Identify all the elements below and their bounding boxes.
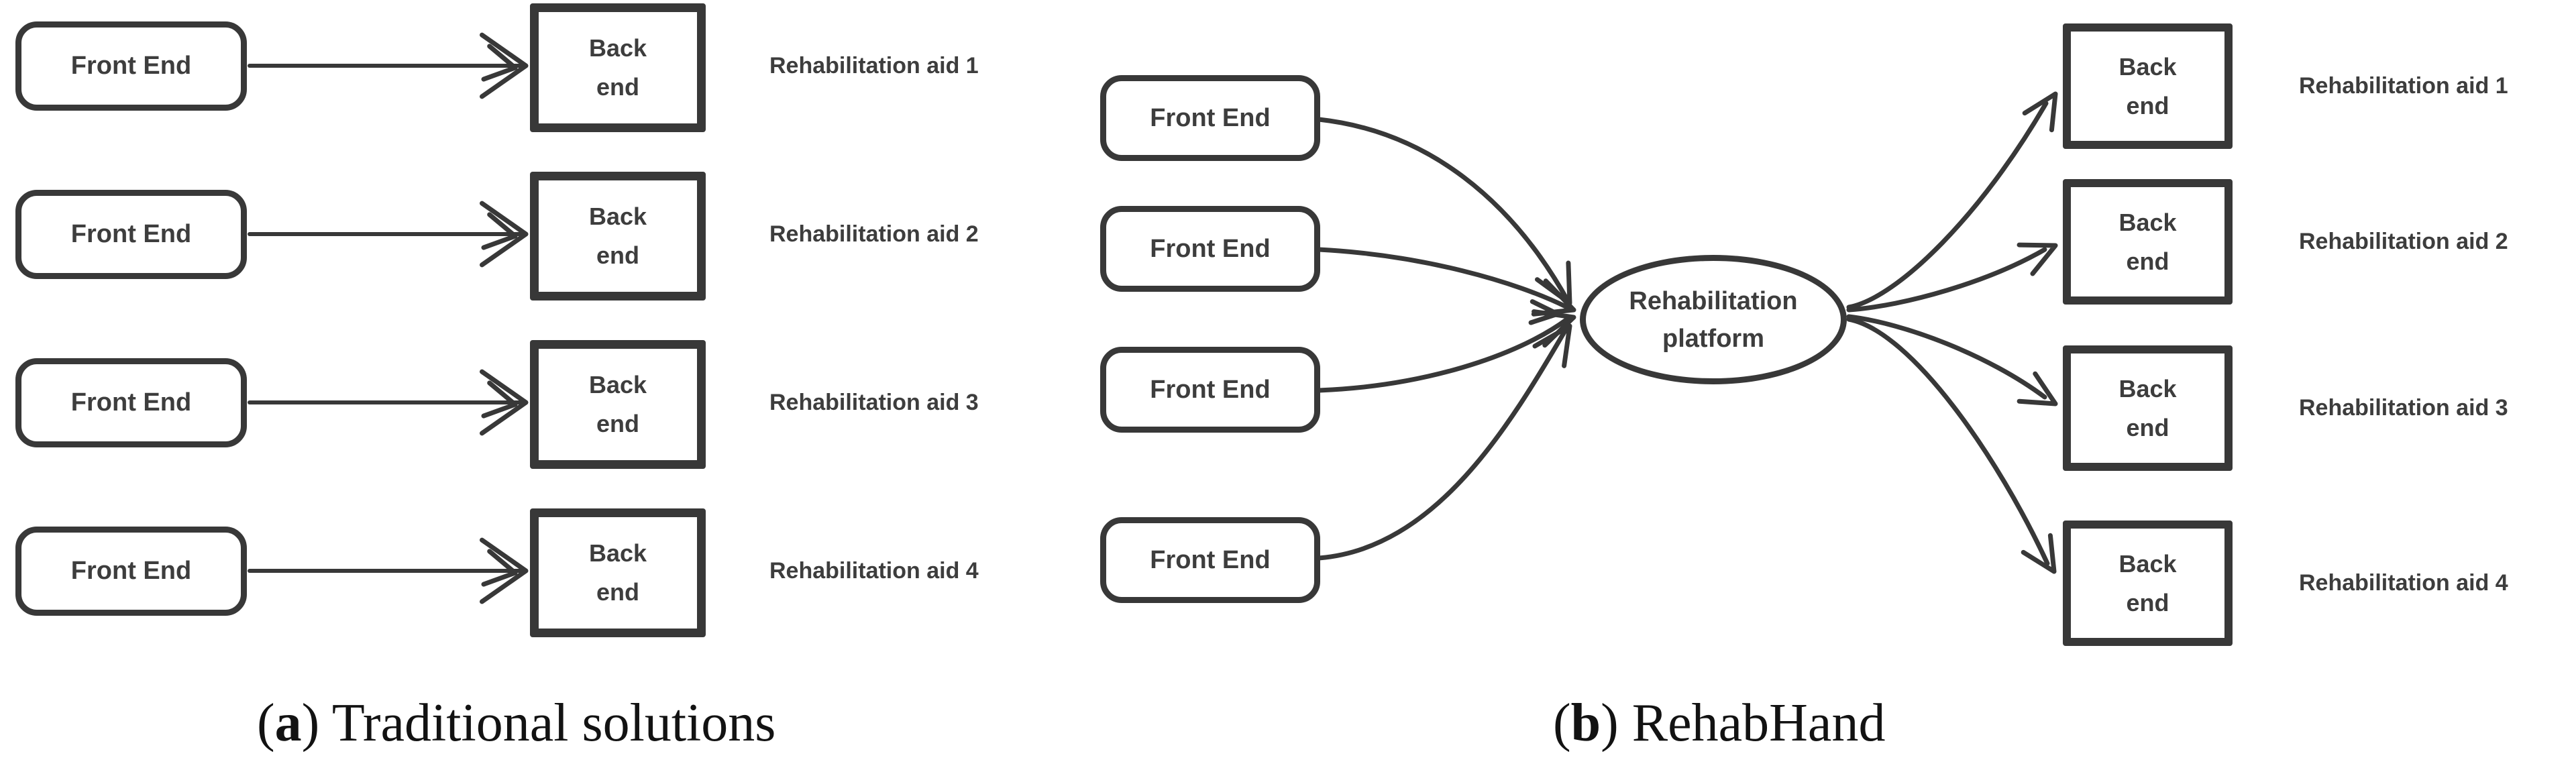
arrowhead-group [480, 32, 2058, 604]
arrowhead-chevron [481, 44, 518, 82]
back-end-label: Back [2118, 374, 2177, 402]
caption-paren: ( [257, 694, 275, 753]
platform-label: platform [1662, 324, 1764, 353]
back-end-node: Back end [2063, 179, 2233, 305]
curve-b-out-3 [1846, 314, 2047, 400]
back-end-node: Back end [2063, 23, 2233, 149]
rehab-aid-label: Rehabilitation aid 3 [2299, 395, 2508, 421]
back-end-label: Back [588, 539, 647, 567]
back-end-label: end [2126, 588, 2169, 616]
arrowhead-chevron [1528, 299, 1560, 325]
arrowhead-chevron [481, 380, 518, 419]
back-end-node: Back end [2063, 521, 2233, 646]
arrowhead-chevron [2021, 533, 2057, 574]
arrowhead-chevron [1532, 323, 1572, 368]
front-end-label: Front End [70, 388, 192, 417]
arrowhead-chevron [2022, 91, 2058, 133]
curve-b-out-2 [1846, 247, 2047, 313]
rehab-aid-label: Rehabilitation aid 4 [769, 558, 979, 584]
front-end-node: Front End [15, 190, 247, 279]
caption-text: ) RehabHand [1601, 694, 1886, 753]
platform-label: Rehabilitation [1629, 286, 1798, 315]
arrowhead-chevron [480, 201, 529, 268]
back-end-label: Back [588, 203, 647, 230]
front-end-label: Front End [1150, 234, 1271, 263]
back-end-label: end [2126, 91, 2169, 119]
front-end-node: Front End [1100, 206, 1320, 292]
back-end-label: end [2126, 247, 2169, 275]
front-end-label: Front End [1150, 375, 1271, 404]
rehab-aid-label: Rehabilitation aid 1 [2299, 73, 2508, 99]
curve-b-out-4 [1846, 317, 2050, 566]
back-end-label: end [596, 73, 639, 101]
front-end-label: Front End [1150, 545, 1271, 574]
front-end-node: Front End [1100, 517, 1320, 603]
curve-b-out-1 [1846, 101, 2049, 310]
curve-b-in-1 [1316, 117, 1571, 305]
rehab-aid-label: Rehabilitation aid 1 [769, 53, 979, 78]
arrowhead-chevron [480, 537, 529, 604]
back-end-node: Back end [530, 3, 706, 132]
back-end-label: Back [588, 34, 647, 62]
curve-b-in-4 [1316, 325, 1570, 561]
rehab-aid-label: Rehabilitation aid 2 [769, 221, 979, 247]
arrowhead-chevron [481, 212, 518, 250]
front-end-node: Front End [15, 21, 247, 111]
caption-b: (b) RehabHand [1553, 691, 1885, 758]
caption-letter: b [1570, 694, 1601, 753]
caption-letter: a [274, 694, 302, 753]
front-end-label: Front End [70, 557, 192, 585]
arrowhead-chevron [480, 369, 529, 436]
caption-a: (a) Traditional solutions [257, 691, 775, 758]
back-end-label: Back [2118, 549, 2177, 578]
arrowhead-chevron [480, 32, 529, 99]
back-end-node: Back end [2063, 345, 2233, 471]
front-end-label: Front End [1150, 103, 1271, 132]
back-end-node: Back end [530, 172, 706, 301]
caption-paren: ( [1553, 694, 1571, 753]
front-end-label: Front End [70, 220, 192, 248]
back-end-label: end [596, 410, 639, 437]
back-end-label: Back [588, 371, 647, 398]
front-end-node: Front End [1100, 75, 1320, 161]
back-end-label: end [596, 578, 639, 606]
curve-b-in-2 [1316, 247, 1570, 310]
arrowhead-chevron [2017, 371, 2058, 406]
arrowhead-chevron [481, 549, 518, 587]
rehab-aid-label: Rehabilitation aid 2 [2299, 229, 2508, 254]
arrowhead-chevron [2017, 242, 2058, 276]
back-end-label: end [596, 241, 639, 269]
back-end-label: Back [2118, 208, 2177, 236]
back-end-node: Back end [530, 508, 706, 637]
rehabilitation-platform-node: Rehabilitation platform [1580, 255, 1847, 384]
front-end-node: Front End [1100, 347, 1320, 433]
front-end-label: Front End [70, 52, 192, 80]
front-end-node: Front End [15, 527, 247, 616]
back-end-label: end [2126, 413, 2169, 441]
rehab-aid-label: Rehabilitation aid 4 [2299, 570, 2508, 596]
back-end-node: Back end [530, 340, 706, 469]
curve-b-in-3 [1316, 317, 1570, 393]
caption-text: ) Traditional solutions [301, 694, 776, 753]
front-end-node: Front End [15, 358, 247, 447]
back-end-label: Back [2118, 52, 2177, 80]
rehab-aid-label: Rehabilitation aid 3 [769, 390, 979, 415]
